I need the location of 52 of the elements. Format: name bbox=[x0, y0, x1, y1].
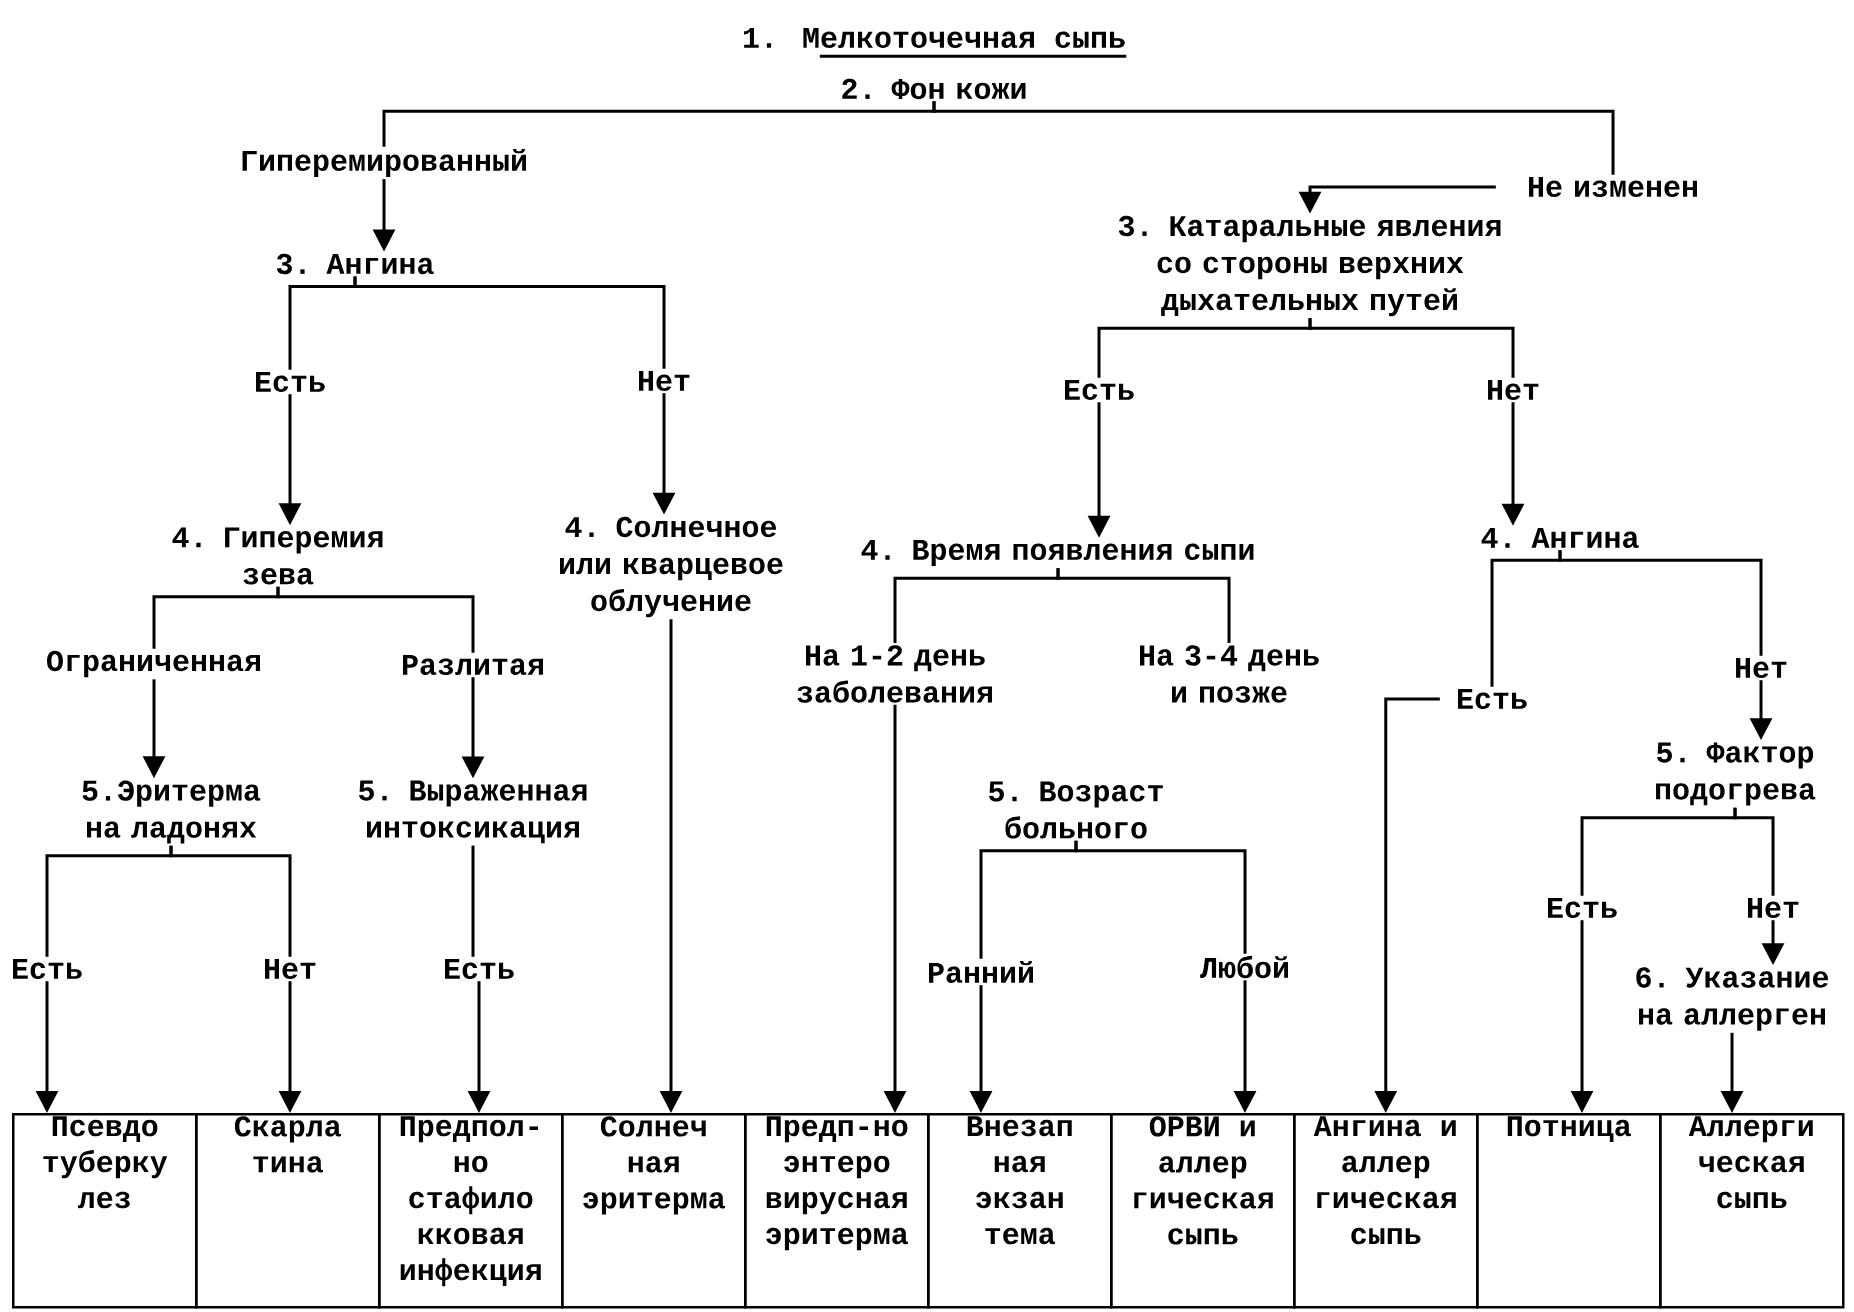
bracket-line bbox=[1308, 318, 1515, 378]
bracket-line bbox=[932, 101, 1615, 175]
bracket-line bbox=[471, 845, 475, 957]
bracket-line bbox=[1558, 550, 1763, 656]
answer-label: Не изменен bbox=[1529, 176, 1697, 197]
diagnosis-box: Ангина и аллер гическая сыпь bbox=[1293, 1113, 1479, 1309]
diagnosis-box: Предп-но энтеро вирусная эритерма bbox=[744, 1113, 930, 1309]
question-text: 4. Время появления сыпи bbox=[861, 540, 1254, 566]
answer-label: Есть bbox=[13, 958, 82, 980]
question-text: 4. Ангина bbox=[1481, 527, 1639, 548]
question-text: 2. Фон кожи bbox=[842, 78, 1026, 100]
diagnosis-box: Внезап ная экзан тема bbox=[927, 1113, 1113, 1309]
answer-label: Разлитая bbox=[403, 654, 543, 675]
answer-label: Нет bbox=[265, 958, 316, 980]
bracket-line bbox=[1733, 807, 1775, 896]
question-text: 5.Эритерма на ладонях bbox=[82, 780, 261, 844]
bracket-line bbox=[169, 845, 292, 957]
question-text: 5. Выраженная интоксикация bbox=[359, 780, 587, 844]
bracket-line bbox=[1074, 840, 1247, 954]
answer-label: Гиперемированный bbox=[242, 149, 526, 177]
diagnosis-box: Потница bbox=[1476, 1113, 1662, 1309]
bracket-line bbox=[1056, 568, 1231, 644]
diagnosis-box: Аллерги ческая сыпь bbox=[1659, 1113, 1845, 1309]
answer-label: На 3-4 день и позже bbox=[1140, 645, 1319, 703]
question-text: 4. Солнечное или кварцевое облучение bbox=[560, 516, 783, 618]
question-text: 5. Фактор подогрева bbox=[1656, 742, 1816, 806]
diagnosis-box: ОРВИ и аллер гическая сыпь bbox=[1110, 1113, 1296, 1309]
answer-label: На 1-2 день заболевания bbox=[797, 645, 992, 703]
answer-label: Есть bbox=[1065, 379, 1134, 400]
answer-label: Нет bbox=[639, 370, 690, 391]
question-text: 3. Ангина bbox=[276, 253, 434, 275]
diagnosis-box: Предпол- но стафило кковая инфекция bbox=[378, 1113, 564, 1309]
answer-label: Есть bbox=[1458, 688, 1527, 709]
answer-label: Нет bbox=[1488, 379, 1539, 400]
question-text: 5. Возраст больного bbox=[989, 781, 1163, 839]
answer-label: Есть bbox=[445, 958, 514, 980]
answer-label: Есть bbox=[1548, 897, 1617, 919]
diagnosis-box: Псевдо туберку лез bbox=[12, 1113, 198, 1309]
answer-label: Нет bbox=[1748, 897, 1799, 919]
bracket-line bbox=[353, 276, 666, 369]
question-text: 4. Гиперемия зева bbox=[172, 527, 383, 585]
diagnosis-box: Солнеч ная эритерма bbox=[561, 1113, 747, 1309]
answer-label: Есть bbox=[256, 371, 325, 392]
bracket-line bbox=[276, 586, 475, 653]
diagnosis-box: Скарла тина bbox=[195, 1113, 381, 1309]
answer-label: Нет bbox=[1736, 657, 1787, 678]
question-text: 3. Катаральные явления со стороны верхних дыхательных путей bbox=[1118, 215, 1501, 317]
title: 1. Мелкоточечная сыпь bbox=[744, 27, 1127, 58]
answer-label: Любой bbox=[1200, 955, 1288, 979]
question-text: 6. Указание на аллерген bbox=[1636, 967, 1828, 1031]
answer-label: Ограниченная bbox=[47, 650, 260, 678]
answer-label: Ранний bbox=[929, 961, 1033, 983]
